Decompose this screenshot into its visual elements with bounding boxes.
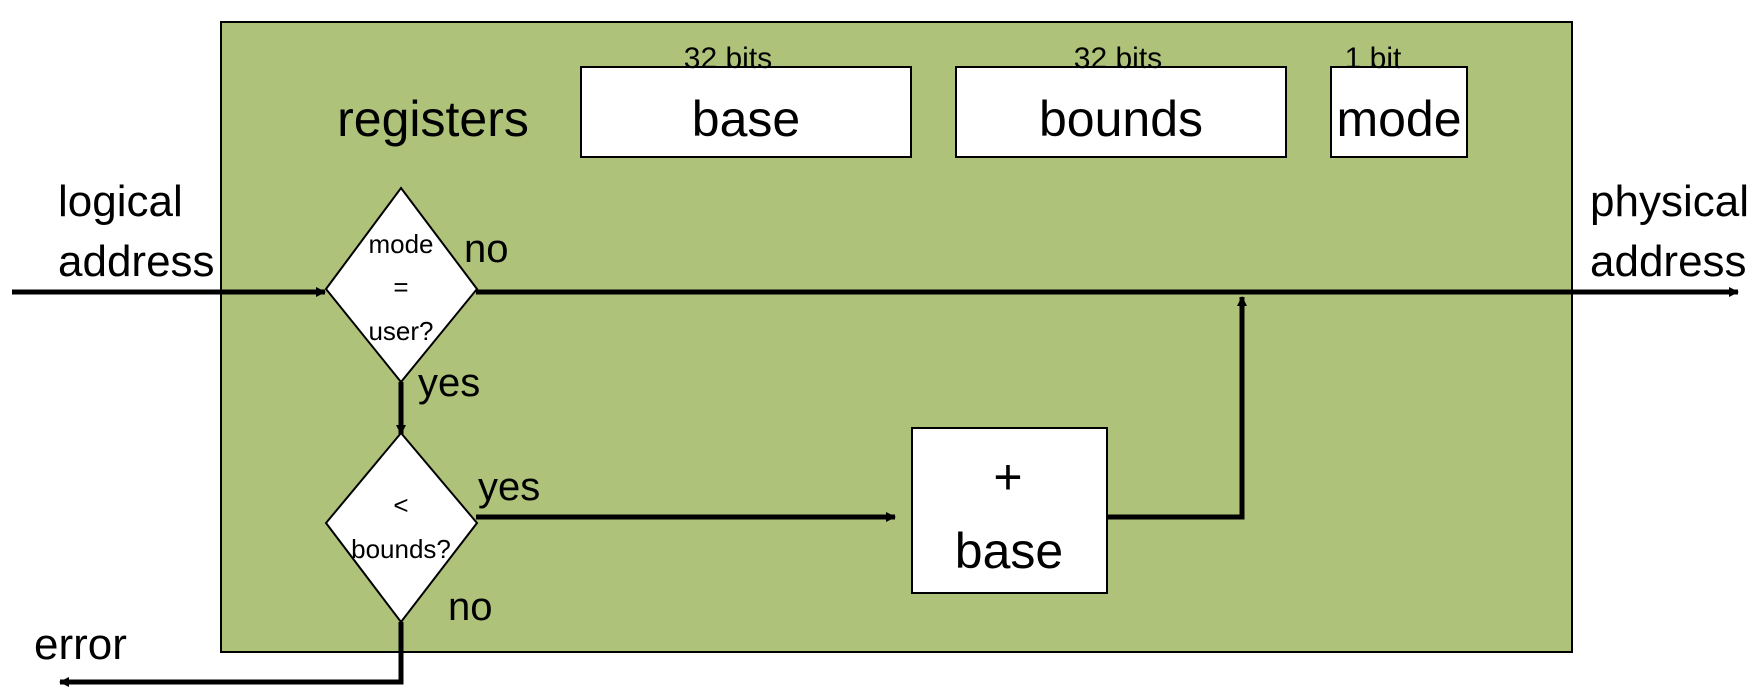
base-register: [580, 66, 912, 158]
mode-decision-line3: user?: [368, 316, 433, 346]
bounds-decision-no-label: no: [448, 585, 493, 629]
adder-box: [911, 427, 1108, 594]
adder-plus: +: [993, 449, 1022, 505]
mode-decision-no-label: no: [464, 227, 509, 271]
base-register-name: base: [692, 91, 800, 147]
error-arrow: [59, 622, 404, 687]
bounds-decision-line2: bounds?: [351, 534, 451, 564]
mode-register-name: mode: [1336, 91, 1461, 147]
output-label-line1: physical: [1590, 177, 1749, 226]
adder-to-output-arrow: [1107, 296, 1247, 520]
mode-decision-yes-label: yes: [418, 361, 480, 405]
bounds-register: [955, 66, 1287, 158]
error-label: error: [34, 620, 127, 669]
output-label-line2: address: [1590, 237, 1747, 286]
input-label-line2: address: [58, 237, 215, 286]
input-label-line1: logical: [58, 177, 183, 226]
bounds-register-width: 32 bits: [1074, 42, 1162, 75]
mode-register-width: 1 bit: [1345, 42, 1402, 75]
bounds-decision-line1: <: [393, 490, 408, 520]
base-register-width: 32 bits: [684, 42, 772, 75]
registers-title: registers: [337, 91, 529, 147]
adder-base: base: [955, 523, 1063, 579]
mode-decision-line1: mode: [368, 229, 433, 259]
mode-register: [1330, 66, 1468, 158]
bounds-decision-yes-label: yes: [478, 465, 540, 509]
mode-decision-line2: =: [393, 272, 408, 302]
bounds-register-name: bounds: [1039, 91, 1203, 147]
